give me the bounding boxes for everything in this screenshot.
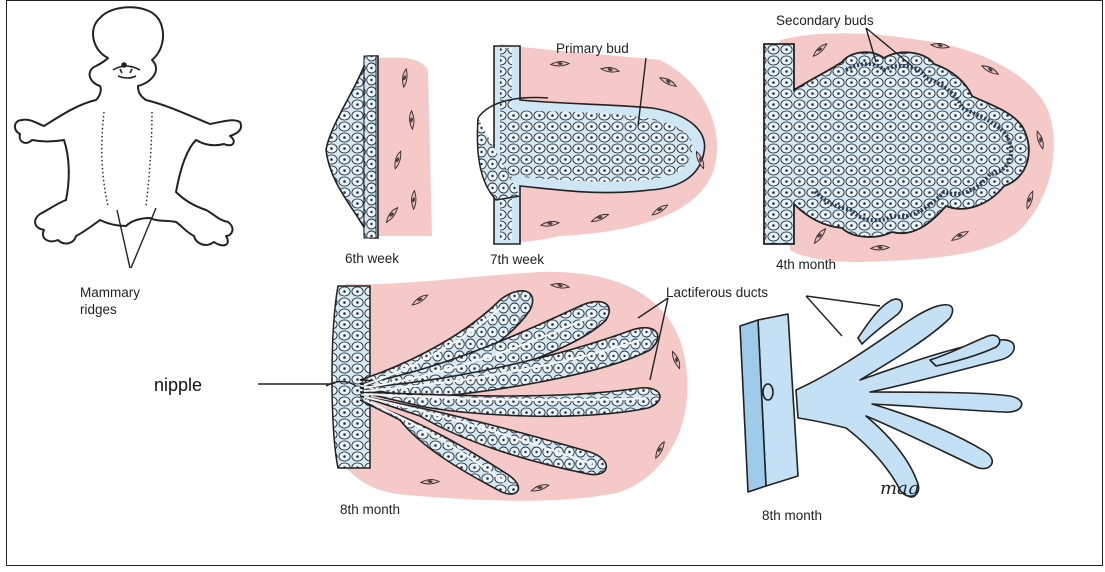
week6-label: 6th week xyxy=(345,252,399,266)
primary-bud-label: Primary bud xyxy=(556,42,629,56)
month8-section-label: 8th month xyxy=(340,503,400,517)
nipple-label: nipple xyxy=(154,376,202,394)
lactiferous-ducts-label: Lactiferous ducts xyxy=(666,286,768,300)
secondary-buds-label: Secondary buds xyxy=(776,14,874,28)
month8-3d-ducts xyxy=(740,299,1022,496)
week6-epithelium xyxy=(326,56,378,238)
month8-3d-label: 8th month xyxy=(762,509,822,523)
mammary-ridges-label-line2: ridges xyxy=(80,303,117,317)
week7-label: 7th week xyxy=(490,253,544,267)
month8-skin xyxy=(326,286,370,468)
artist-signature: mag xyxy=(880,478,919,499)
embryo-outline xyxy=(15,7,241,245)
mammary-ridges-label-line1: Mammary xyxy=(80,286,140,300)
month4-label: 4th month xyxy=(776,258,836,272)
